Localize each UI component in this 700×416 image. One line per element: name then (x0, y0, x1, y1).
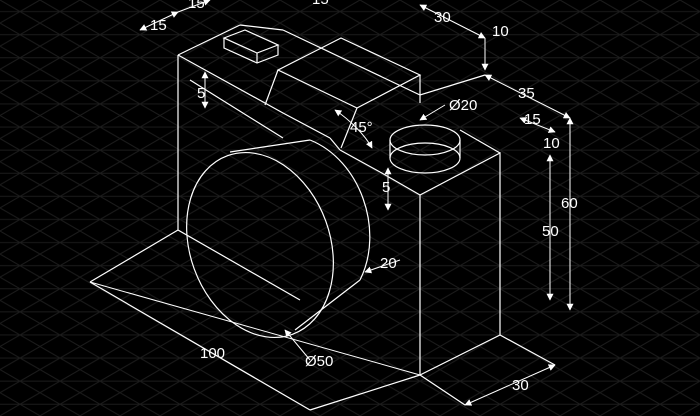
dim-30-top: 30 (434, 9, 451, 26)
dim-diam-20-dial: Ø20 (449, 97, 477, 114)
dim-5-viewfinder: 5 (197, 85, 205, 102)
dim-15-top: 15 (188, 0, 205, 12)
dim-15-left: 15 (150, 17, 167, 34)
dim-15-right: 15 (524, 111, 541, 128)
camera-body-linework (89, 24, 556, 411)
dim-35: 35 (518, 85, 535, 102)
dimension-labels: 15 15 15 30 10 5 45° Ø20 35 15 10 60 50 … (150, 0, 578, 394)
dim-20-lens: 20 (380, 255, 397, 272)
dimension-lines (89, 0, 574, 406)
dim-100: 100 (200, 345, 225, 362)
dim-50: 50 (542, 223, 559, 240)
dim-diam-50-lens: Ø50 (305, 353, 333, 370)
dim-15-cut: 15 (312, 0, 329, 8)
dim-5-dial: 5 (382, 179, 390, 196)
dim-45-angle: 45° (350, 119, 373, 136)
dim-30-bottom: 30 (512, 377, 529, 394)
dim-60: 60 (561, 195, 578, 212)
dim-10-top: 10 (492, 23, 509, 40)
dim-10-right: 10 (543, 135, 560, 152)
